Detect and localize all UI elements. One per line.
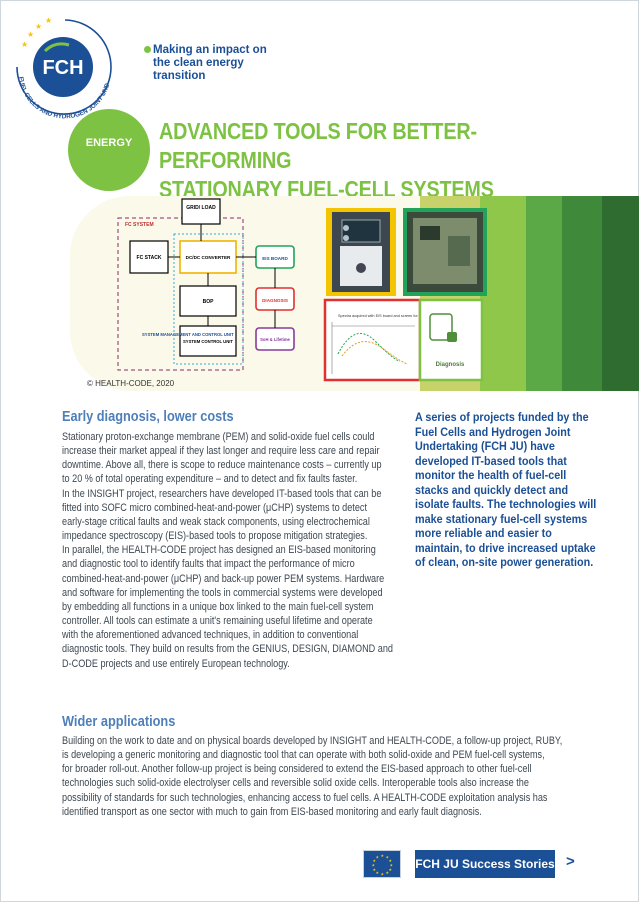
- svg-text:★: ★: [372, 863, 376, 868]
- svg-text:★: ★: [381, 872, 385, 877]
- page-title: ADVANCED TOOLS FOR BETTER-PERFORMING STA…: [159, 117, 563, 204]
- section1-line: with the aforementioned advanced techniq…: [62, 629, 359, 642]
- soh-label: SoH & Lifetime: [260, 337, 290, 342]
- section2-line: for broader roll-out. Another follow-up …: [62, 763, 532, 776]
- section2-line: identified transport as one sector with …: [62, 805, 482, 818]
- logo-text: FCH: [42, 57, 83, 79]
- callout-text: A series of projects funded by the Fuel …: [415, 410, 597, 569]
- svg-text:★: ★: [381, 853, 385, 858]
- section1-line: increase their market appeal if they las…: [62, 445, 380, 458]
- section1-line: combined-heat-and-power (μCHP) and back-…: [62, 572, 385, 585]
- section1-line: In the INSIGHT project, researchers have…: [62, 487, 382, 500]
- section1-line: controller. All tools can estimate a uni…: [62, 615, 373, 628]
- section2-heading: Wider applications: [62, 714, 176, 730]
- section1-line: impedance spectroscopy (EIS)-based tools…: [62, 530, 368, 543]
- spectra-caption: Spectra acquired with EIS board and scre…: [338, 314, 419, 318]
- bop-label: BOP: [203, 299, 215, 305]
- svg-text:★: ★: [373, 867, 377, 872]
- svg-text:★: ★: [27, 30, 34, 39]
- section1-line: Stationary proton-exchange membrane (PEM…: [62, 431, 375, 443]
- management-label: SYSTEM MANAGEMENT AND CONTROL UNIT: [142, 332, 234, 337]
- section1-line: fitted into SOFC micro combined-heat-and…: [62, 501, 368, 514]
- grid-load-label: GRID/ LOAD: [186, 205, 216, 211]
- fc-stack-label: FC STACK: [137, 255, 162, 261]
- figure-copyright: © HEALTH-CODE, 2020: [87, 379, 175, 388]
- eis-board-label: EIS BOARD: [262, 256, 288, 261]
- energy-badge-label: ENERGY: [85, 137, 133, 149]
- svg-text:★: ★: [389, 858, 393, 863]
- svg-text:★: ★: [389, 867, 393, 872]
- section2-line: possibility of standards for such techno…: [62, 791, 548, 804]
- svg-text:★: ★: [386, 870, 390, 875]
- dc-dc-label: DC/DC CONVERTER: [186, 255, 231, 260]
- section1-line: D-CODE projects and use entirely Europea…: [62, 657, 290, 670]
- title-line-1: ADVANCED TOOLS FOR BETTER-PERFORMING: [159, 118, 477, 173]
- section2-line: is developing a generic monitoring and d…: [62, 749, 545, 762]
- system-control-label: SYSTEM CONTROL UNIT: [183, 339, 233, 344]
- block-diagram: FC SYSTEM GRID/ LOAD FC STACK DC/DC CONV…: [117, 198, 295, 371]
- section1-line: downtime. Above all, there is scope to r…: [62, 459, 382, 472]
- svg-text:★: ★: [21, 40, 28, 49]
- svg-text:★: ★: [376, 855, 380, 860]
- diagnosis-icon-label: Diagnosis: [436, 362, 465, 368]
- hero-figure: FC SYSTEM GRID/ LOAD FC STACK DC/DC CONV…: [70, 196, 639, 391]
- svg-text:★: ★: [35, 22, 42, 31]
- hardware-photos: Spectra acquired with EIS board and scre…: [323, 208, 487, 382]
- success-stories-button[interactable]: FCH JU Success Stories: [415, 850, 555, 878]
- section1-line: early-stage critical faults and weak sta…: [62, 515, 370, 528]
- tagline-bullet: [144, 46, 151, 53]
- svg-text:★: ★: [373, 858, 377, 863]
- section2-line: technologies such solid-oxide electrolys…: [62, 777, 529, 790]
- tagline: Making an impact on the clean energy tra…: [153, 44, 267, 82]
- energy-badge: [68, 109, 150, 191]
- section1-line: diagnostic tools. They build on results …: [62, 643, 393, 656]
- section1-line: and diagnostic tool to identify faults t…: [62, 558, 355, 571]
- next-arrow-icon[interactable]: >: [566, 853, 575, 870]
- section1-heading: Early diagnosis, lower costs: [62, 409, 234, 425]
- section2-line: Building on the work to date and on phys…: [62, 735, 563, 747]
- svg-text:★: ★: [386, 855, 390, 860]
- svg-text:★: ★: [376, 870, 380, 875]
- svg-text:★: ★: [45, 16, 52, 25]
- section1-line: In parallel, the HEALTH-CODE project has…: [62, 544, 376, 557]
- svg-text:★: ★: [390, 863, 394, 868]
- section1-line: to 20 % of total operating expenditure –…: [62, 473, 358, 486]
- fc-system-label: FC SYSTEM: [125, 222, 154, 228]
- diagnosis-label: DIAGNOSIS: [262, 298, 288, 303]
- section1-line: by embedding all functions in a unique b…: [62, 600, 374, 613]
- eu-flag-icon: ★★★ ★★★ ★★★ ★★★: [363, 850, 401, 878]
- section2-body: Building on the work to date and on phys…: [62, 734, 578, 819]
- section1-line: and software for implementing the tools …: [62, 586, 383, 599]
- fch-logo: FCH ★ ★ ★ ★ FUEL CELLS AND HYDROGEN JOIN…: [5, 7, 112, 120]
- section1-body: Stationary proton-exchange membrane (PEM…: [62, 430, 406, 671]
